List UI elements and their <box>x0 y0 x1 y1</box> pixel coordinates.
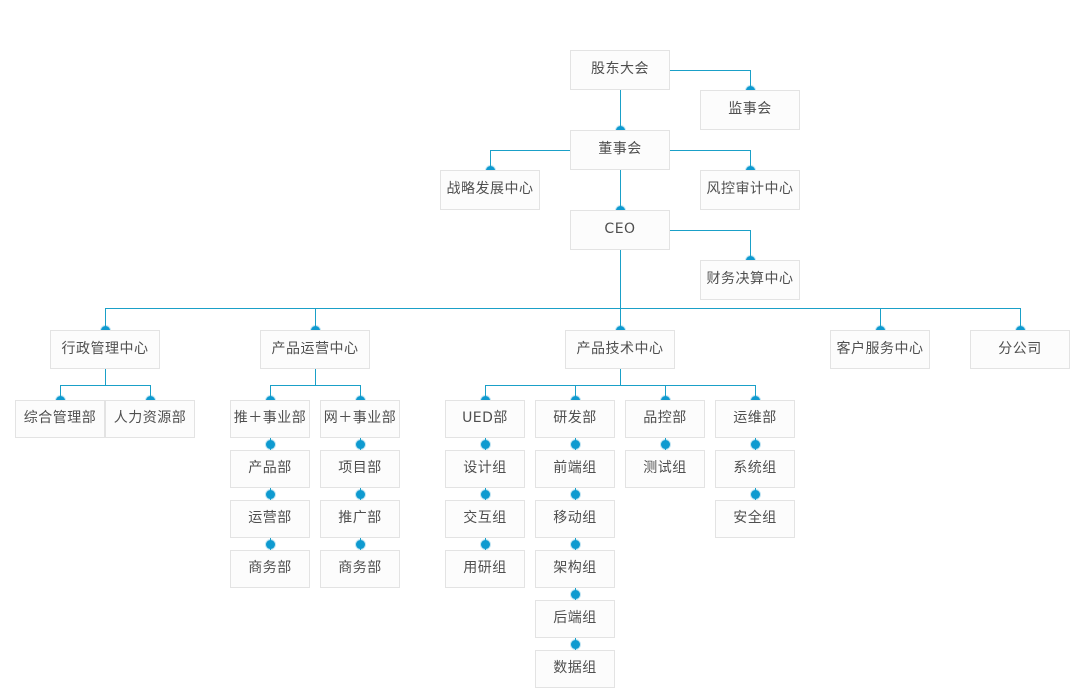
node-product-dept[interactable]: 产品部 <box>230 450 310 488</box>
edge-board-ceo <box>620 170 621 210</box>
connector-dot-promotion-dept <box>355 489 365 499</box>
edge-product-ops-bar <box>270 385 361 386</box>
node-design-group[interactable]: 设计组 <box>445 450 525 488</box>
edge-trunk-admin <box>105 308 106 330</box>
connector-dot-architecture-group <box>570 539 580 549</box>
node-security-group[interactable]: 安全组 <box>715 500 795 538</box>
node-ceo[interactable]: CEO <box>570 210 670 250</box>
node-user-research-group[interactable]: 用研组 <box>445 550 525 588</box>
edge-product-tech-ops <box>755 385 756 400</box>
edge-product-tech-qc <box>665 385 666 400</box>
node-risk-audit-center[interactable]: 风控审计中心 <box>700 170 800 210</box>
node-ued-dept[interactable]: UED部 <box>445 400 525 438</box>
connector-dot-operations-dept <box>265 489 275 499</box>
connector-dot-data-group <box>570 639 580 649</box>
node-mobile-group[interactable]: 移动组 <box>535 500 615 538</box>
edge-trunk-product-tech <box>620 308 621 330</box>
edge-ceo-finance-v <box>750 230 751 260</box>
connector-dot-test-group <box>660 439 670 449</box>
node-finance-settlement-center[interactable]: 财务决算中心 <box>700 260 800 300</box>
node-product-operations-center[interactable]: 产品运营中心 <box>260 330 370 369</box>
node-promotion-dept[interactable]: 推广部 <box>320 500 400 538</box>
node-qc-dept[interactable]: 品控部 <box>625 400 705 438</box>
node-shareholders-meeting[interactable]: 股东大会 <box>570 50 670 90</box>
edge-product-tech-ued <box>485 385 486 400</box>
node-ops-maintenance-dept[interactable]: 运维部 <box>715 400 795 438</box>
connector-dot-product-dept <box>265 439 275 449</box>
node-operations-dept[interactable]: 运营部 <box>230 500 310 538</box>
edge-trunk-product-ops <box>315 308 316 330</box>
node-data-group[interactable]: 数据组 <box>535 650 615 688</box>
edge-product-ops-tui <box>270 385 271 400</box>
node-general-admin-dept[interactable]: 综合管理部 <box>15 400 105 438</box>
connector-dot-backend-group <box>570 589 580 599</box>
edge-admin-bar <box>60 385 151 386</box>
edge-shareholders-board <box>620 90 621 130</box>
node-product-technology-center[interactable]: 产品技术中心 <box>565 330 675 369</box>
edge-ceo-finance-h <box>670 230 750 231</box>
connector-dot-design-group <box>480 439 490 449</box>
node-business-dept-2[interactable]: 商务部 <box>320 550 400 588</box>
node-business-dept-1[interactable]: 商务部 <box>230 550 310 588</box>
edge-board-risk-h <box>670 150 750 151</box>
node-test-group[interactable]: 测试组 <box>625 450 705 488</box>
edge-shareholders-supervisors-v <box>750 70 751 90</box>
edge-shareholders-supervisors-h <box>670 70 750 71</box>
node-branch-company[interactable]: 分公司 <box>970 330 1070 369</box>
node-interaction-group[interactable]: 交互组 <box>445 500 525 538</box>
edge-product-tech-rd <box>575 385 576 400</box>
edge-board-risk-v <box>750 150 751 170</box>
node-project-dept[interactable]: 项目部 <box>320 450 400 488</box>
connector-dot-project-dept <box>355 439 365 449</box>
node-system-group[interactable]: 系统组 <box>715 450 795 488</box>
connector-dot-mobile-group <box>570 489 580 499</box>
node-strategy-development-center[interactable]: 战略发展中心 <box>440 170 540 210</box>
node-wang-division[interactable]: 网＋事业部 <box>320 400 400 438</box>
connector-dot-security-group <box>750 489 760 499</box>
edge-trunk-customer-service <box>880 308 881 330</box>
node-frontend-group[interactable]: 前端组 <box>535 450 615 488</box>
edge-ceo-trunk-stem <box>620 250 621 308</box>
connector-dot-system-group <box>750 439 760 449</box>
edge-admin-stem <box>105 369 106 385</box>
edge-product-ops-wang <box>360 385 361 400</box>
node-architecture-group[interactable]: 架构组 <box>535 550 615 588</box>
edge-product-ops-stem <box>315 369 316 385</box>
edge-board-strategy-h <box>490 150 570 151</box>
edge-product-tech-bar <box>485 385 755 386</box>
node-admin-management-center[interactable]: 行政管理中心 <box>50 330 160 369</box>
connector-dot-interaction-group <box>480 489 490 499</box>
node-backend-group[interactable]: 后端组 <box>535 600 615 638</box>
node-rd-dept[interactable]: 研发部 <box>535 400 615 438</box>
node-customer-service-center[interactable]: 客户服务中心 <box>830 330 930 369</box>
edge-trunk-branch <box>1020 308 1021 330</box>
node-tui-division[interactable]: 推＋事业部 <box>230 400 310 438</box>
node-board-of-supervisors[interactable]: 监事会 <box>700 90 800 130</box>
edge-board-strategy-v <box>490 150 491 170</box>
edge-admin-hr <box>150 385 151 400</box>
node-hr-dept[interactable]: 人力资源部 <box>105 400 195 438</box>
edge-admin-general <box>60 385 61 400</box>
connector-dot-business-dept-1 <box>265 539 275 549</box>
connector-dot-frontend-group <box>570 439 580 449</box>
connector-dot-business-dept-2 <box>355 539 365 549</box>
node-board-of-directors[interactable]: 董事会 <box>570 130 670 170</box>
edge-product-tech-stem <box>620 369 621 385</box>
connector-dot-user-research-group <box>480 539 490 549</box>
edge-main-trunk <box>105 308 1020 309</box>
